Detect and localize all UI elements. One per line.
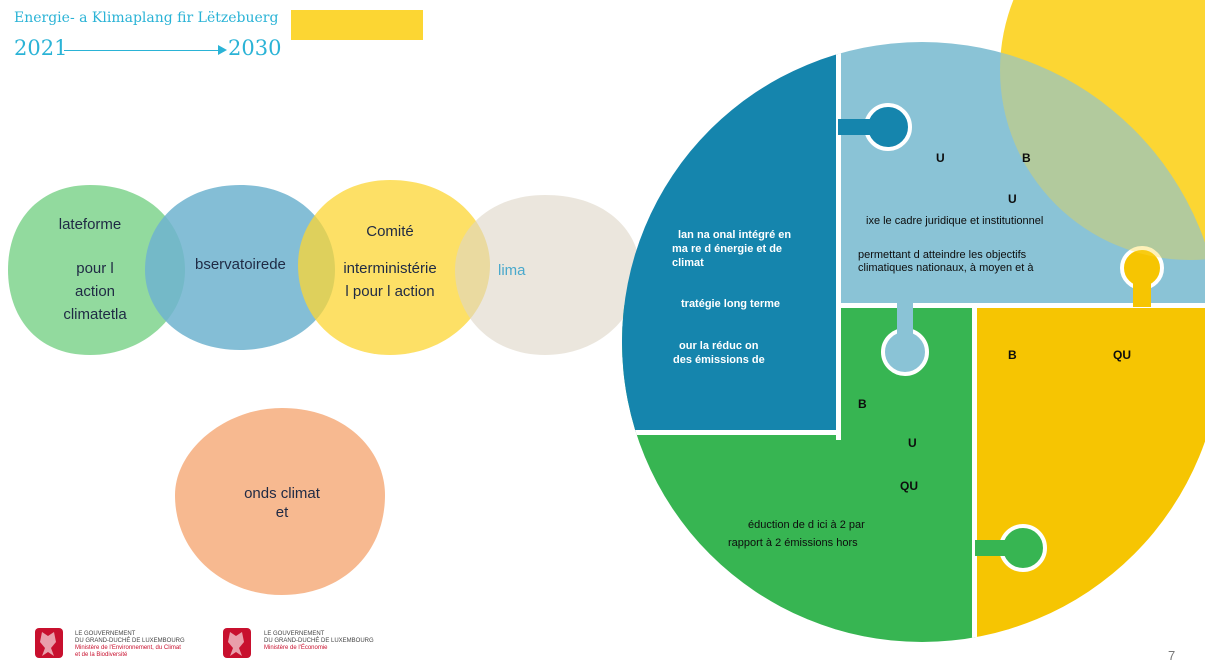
puzzle-knob-light-blue: [881, 328, 929, 376]
leaf-blue-label: bservatoirede: [195, 256, 286, 273]
leaf-green-line: action: [74, 283, 116, 300]
year-start: 2021: [14, 36, 68, 60]
leaf-orange-line: et: [275, 504, 289, 521]
lion-crest-icon: [223, 628, 251, 658]
leaf-green-line: climatetla: [63, 306, 127, 323]
puzzle-green-letter: QU: [900, 479, 918, 493]
arrow-right-icon: [218, 45, 227, 55]
puzzle-light-blue-line: permettant d atteindre les objectifs: [858, 249, 1027, 261]
puzzle-light-blue-letter: U: [1008, 192, 1017, 206]
puzzle-knob-green: [999, 524, 1047, 572]
gov-line: et de la Biodiversité: [75, 652, 128, 658]
puzzle-yellow-letter: B: [1008, 348, 1017, 362]
puzzle-text-line: des émissions de: [673, 354, 765, 366]
leaf-green-body: pour l action climatetla: [35, 259, 155, 324]
puzzle-yellow-letter: QU: [1113, 348, 1131, 362]
gov-line: Ministère de l'Économie: [264, 645, 328, 651]
leaf-beige-label: lima: [498, 262, 526, 279]
leaf-orange-line: onds climat: [244, 485, 320, 502]
government-logo-environment: LE GOUVERNEMENT DU GRAND-DUCHÉ DE LUXEMB…: [75, 631, 185, 659]
leaf-blue: [145, 185, 335, 350]
gov-line: Ministère de l'Environnement, du Climat: [75, 645, 181, 651]
gov-line: LE GOUVERNEMENT: [75, 631, 136, 637]
lion-crest-icon: [35, 628, 63, 658]
puzzle-knob-dark-blue: [864, 103, 912, 151]
year-end: 2030: [228, 36, 282, 60]
puzzle-text-line: our la réduc on: [679, 340, 759, 352]
gov-line: DU GRAND-DUCHÉ DE LUXEMBOURG: [264, 638, 374, 644]
timeline-arrow-line: [64, 50, 222, 51]
gov-line: LE GOUVERNEMENT: [264, 631, 325, 637]
leaf-green: [8, 185, 185, 355]
puzzle-light-blue-line: climatiques nationaux, à moyen et à: [858, 262, 1034, 274]
leaf-beige: [455, 195, 640, 355]
leaf-green-line: pour l: [76, 260, 114, 277]
puzzle-green-line: éduction de d ici à 2 par: [748, 519, 865, 531]
puzzle-light-blue-line: ixe le cadre juridique et institutionnel: [866, 215, 1044, 227]
puzzle-green-letter: U: [908, 436, 917, 450]
slide-title: Energie- a Klimaplang fir Lëtzebuerg: [14, 10, 279, 26]
puzzle-text-line: ma re d énergie et de: [672, 243, 783, 255]
leaf-orange: [175, 408, 385, 595]
puzzle-text-line: climat: [672, 257, 704, 269]
page-number: 7: [1168, 648, 1176, 663]
puzzle-green-line: rapport à 2 émissions hors: [728, 537, 858, 549]
government-logo-economy: LE GOUVERNEMENT DU GRAND-DUCHÉ DE LUXEMB…: [264, 631, 374, 652]
puzzle-dark-blue-text: lan na onal intégré en ma re d énergie e…: [672, 228, 791, 270]
leaf-yellow-line: Comité: [366, 223, 414, 240]
leaf-yellow-line: l pour l action: [345, 283, 435, 300]
leaf-yellow-label: Comité interministérie l pour l action: [335, 222, 445, 301]
leaf-green-line: lateforme: [58, 216, 122, 233]
puzzle-dark-blue-reduction: our la réduc on des émissions de: [673, 339, 765, 367]
leaf-orange-label: onds climat et: [222, 484, 342, 522]
puzzle-light-blue-letter: B: [1022, 151, 1031, 165]
puzzle-light-blue-letter: U: [936, 151, 945, 165]
puzzle-dark-blue-strategy: tratégie long terme: [681, 298, 781, 310]
gov-line: DU GRAND-DUCHÉ DE LUXEMBOURG: [75, 638, 185, 644]
leaf-green-label: lateforme: [35, 215, 145, 234]
leaf-yellow-line: interministérie: [343, 260, 437, 277]
leaf-yellow: [298, 180, 490, 355]
puzzle-green-letter: B: [858, 397, 867, 411]
puzzle-text-line: lan na onal intégré en: [678, 229, 792, 241]
header-accent-bar: [291, 10, 423, 40]
